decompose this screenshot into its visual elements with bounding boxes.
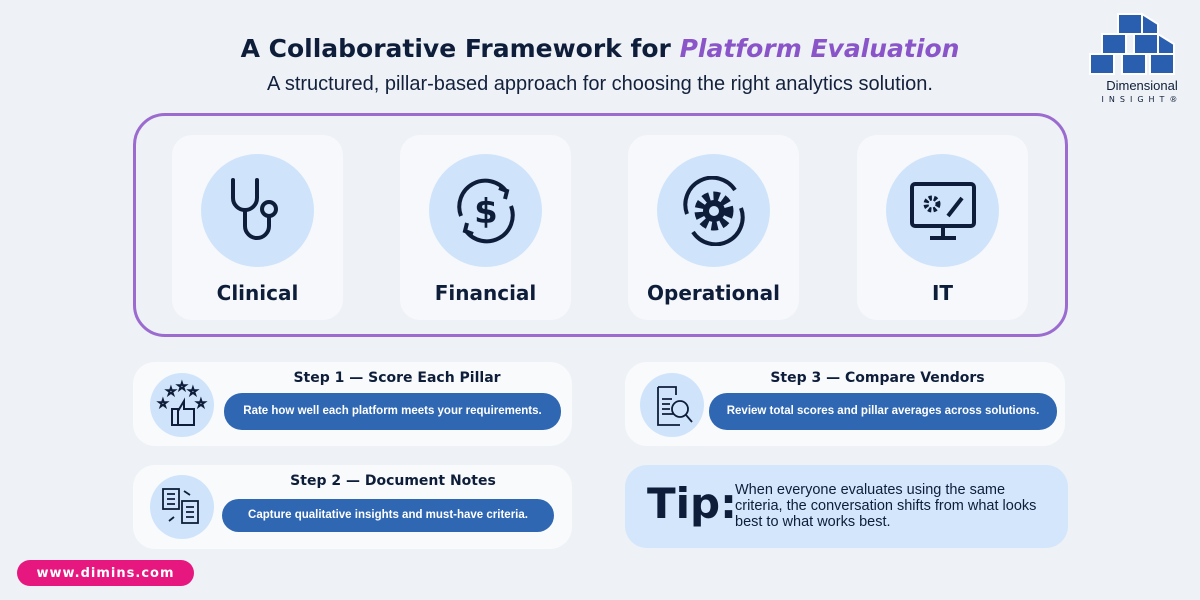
pillar-card-clinical: Clinical <box>172 135 343 320</box>
dollar-cycle-icon: $ <box>457 178 515 244</box>
pillars-frame <box>133 113 1068 337</box>
step-description: Rate how well each platform meets your r… <box>224 393 561 430</box>
tip-box: Tip: When everyone evaluates using the s… <box>625 465 1068 548</box>
title-highlight: Platform Evaluation <box>679 34 960 63</box>
documents-exchange-icon <box>162 488 199 524</box>
pillar-label: Financial <box>434 281 537 305</box>
monitor-tools-icon <box>910 182 976 240</box>
step-description: Capture qualitative insights and must-ha… <box>222 499 554 532</box>
svg-text:☆: ☆ <box>188 385 198 398</box>
step-3-card: Step 3 — Compare Vendors Review total sc… <box>625 362 1065 446</box>
dimensional-insight-logo: Dimensional INSIGHT® <box>1088 10 1196 110</box>
title-text: A Collaborative Framework for <box>240 34 680 63</box>
logo-tagline: INSIGHT® <box>1101 95 1183 104</box>
step-title: Step 1 — Score Each Pillar <box>293 370 501 386</box>
svg-text:☆: ☆ <box>158 397 168 410</box>
pillar-card-operational: Operational <box>628 135 799 320</box>
page-subtitle: A structured, pillar-based approach for … <box>267 73 933 95</box>
pillar-label: Operational <box>647 281 780 305</box>
svg-text:☆: ☆ <box>166 385 176 398</box>
step-title: Step 3 — Compare Vendors <box>770 370 985 386</box>
thumbs-up-stars-icon: ☆☆☆☆☆ <box>157 379 207 426</box>
document-search-icon <box>657 386 693 426</box>
step-description: Review total scores and pillar averages … <box>709 393 1057 430</box>
svg-text:☆: ☆ <box>177 380 187 393</box>
stethoscope-icon <box>231 178 278 240</box>
page-title: A Collaborative Framework for Platform E… <box>0 34 1200 63</box>
tip-text: When everyone evaluates using the same c… <box>735 482 1037 530</box>
logo-name: Dimensional <box>1106 78 1178 93</box>
step-2-card: Step 2 — Document Notes Capture qualitat… <box>133 465 572 549</box>
cubes-icon <box>1089 12 1175 75</box>
step-title: Step 2 — Document Notes <box>290 473 496 489</box>
pillar-label: IT <box>931 281 954 305</box>
tip-label: Tip: <box>647 479 737 528</box>
pillar-card-financial: $ Financial <box>400 135 571 320</box>
website-link[interactable]: www.dimins.com <box>17 560 194 586</box>
gear-cycle-icon <box>683 176 745 246</box>
pillar-label: Clinical <box>216 281 299 305</box>
svg-text:$: $ <box>474 192 498 232</box>
pillar-card-it: IT <box>857 135 1028 320</box>
step-1-card: ☆☆☆☆☆ Step 1 — Score Each Pillar Rate ho… <box>133 362 572 446</box>
svg-text:☆: ☆ <box>196 397 206 410</box>
